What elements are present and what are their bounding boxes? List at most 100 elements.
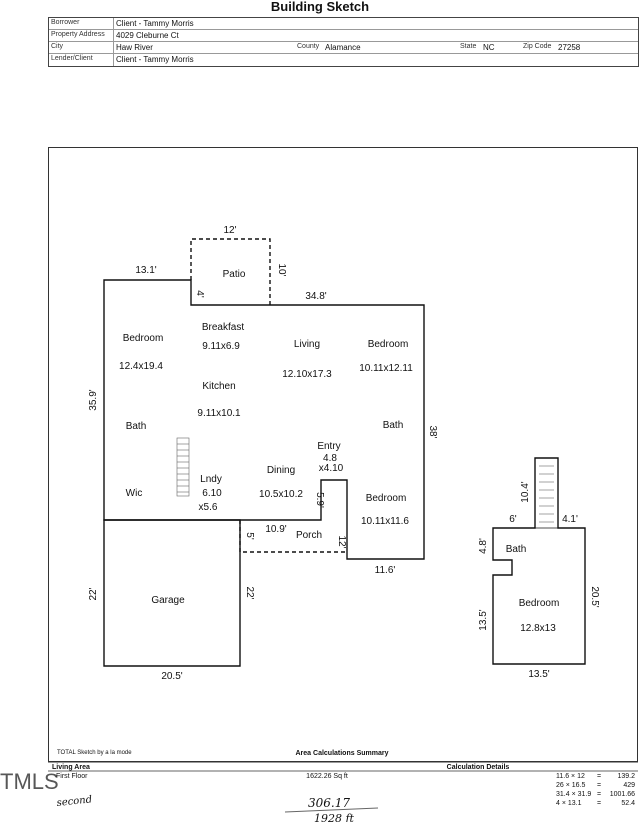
room-breakfast-size: 9.11x6.9 [202, 341, 240, 352]
calc-val: 139.2 [617, 773, 635, 780]
room-laundry-size: 6.10 [202, 488, 222, 499]
room-bedroom-4: Bedroom [519, 598, 560, 609]
calc-val: 429 [623, 782, 635, 789]
borrower-value: Client - Tammy Morris [116, 19, 194, 28]
city-row: City Haw River County Alamance State NC … [49, 42, 638, 54]
borrower-label: Borrower [51, 19, 80, 26]
dim-garage-left: 22' [88, 587, 99, 600]
room-dining-size: 10.5x10.2 [259, 489, 303, 500]
lender-label: Lender/Client [51, 55, 93, 62]
zip-label: Zip Code [523, 43, 552, 50]
room-dining: Dining [267, 465, 295, 476]
patio-outline [190, 238, 271, 305]
room-bedroom-2-size: 10.11x12.11 [359, 363, 413, 374]
dim-top-right: 34.8' [305, 291, 326, 302]
dim-right: 38' [427, 425, 438, 438]
room-laundry-size-2: x5.6 [199, 502, 218, 513]
room-bedroom-1-size: 12.4x19.4 [119, 361, 163, 372]
dim-bottom-right: 11.6' [375, 565, 396, 576]
calc-expr: 11.6 × 12 [556, 773, 585, 780]
dim-upper-bottom: 13.5' [528, 669, 549, 680]
first-floor-area: 1622.26 Sq ft [306, 773, 348, 780]
zip-value: 27258 [558, 43, 581, 52]
first-floor-label: First Floor [56, 773, 88, 780]
dim-entry-notch: 5.9' [314, 492, 325, 508]
dim-patio-depth: 10' [276, 263, 287, 276]
calc-val: 52.4 [621, 800, 635, 807]
living-area-label: Living Area [52, 764, 90, 771]
lender-value: Client - Tammy Morris [116, 55, 194, 64]
state-label: State [460, 43, 477, 50]
calc-eq: = [597, 773, 601, 780]
room-bedroom-3-size: 10.11x11.6 [361, 516, 409, 527]
room-bedroom-1: Bedroom [123, 333, 164, 344]
dim-stair-height: 10.4' [520, 481, 531, 502]
room-bath-2: Bath [383, 420, 404, 431]
room-garage: Garage [151, 595, 185, 606]
dim-garage-bottom: 20.5' [161, 671, 182, 682]
city-label: City [51, 43, 64, 50]
dim-upper-left: 6' [509, 514, 517, 525]
dim-patio-width: 12' [223, 225, 236, 236]
divider [113, 18, 114, 29]
dim-upper-right: 4.1' [562, 514, 578, 525]
calc-expr: 26 × 16.5 [556, 782, 585, 789]
software-label: TOTAL Sketch by a la mode [57, 750, 132, 756]
calc-val: 1001.66 [610, 791, 635, 798]
dim-left: 35.9' [88, 389, 99, 410]
dim-garage-right: 22' [244, 586, 255, 599]
handwritten-total: 1928 ft [314, 812, 355, 822]
city-value: Haw River [116, 43, 153, 52]
county-value: Alamance [325, 43, 361, 52]
page-title: Building Sketch [270, 0, 370, 14]
dim-upper-right-side: 20.5' [589, 586, 600, 607]
room-bedroom-3: Bedroom [366, 493, 407, 504]
calc-expr: 31.4 × 31.9 [556, 791, 591, 798]
state-value: NC [483, 43, 495, 52]
info-table: Borrower Client - Tammy Morris Property … [48, 17, 639, 67]
county-label: County [297, 43, 320, 50]
address-label: Property Address [51, 31, 105, 38]
room-living-size: 12.10x17.3 [282, 369, 332, 380]
dim-upper-left-side: 13.5' [478, 609, 489, 630]
dim-porch-depth: 5' [244, 532, 255, 540]
dim-porch-side: 12' [336, 535, 347, 548]
address-row: Property Address 4029 Cleburne Ct [49, 30, 638, 42]
lender-row: Lender/Client Client - Tammy Morris [49, 54, 638, 66]
room-bath-1: Bath [126, 421, 147, 432]
summary-title: Area Calculations Summary [296, 750, 389, 757]
calc-expr: 4 × 13.1 [556, 800, 582, 807]
room-laundry: Lndy [200, 474, 222, 485]
room-bath-3: Bath [506, 544, 527, 555]
room-entry-size: 4.8 [323, 453, 337, 464]
calc-title: Calculation Details [447, 764, 510, 771]
calc-eq: = [597, 791, 601, 798]
room-breakfast: Breakfast [202, 322, 244, 333]
room-kitchen: Kitchen [202, 381, 235, 392]
second-floor-outline [492, 457, 586, 665]
handwritten-value: 306.17 [308, 796, 350, 810]
stairs [176, 437, 554, 523]
room-bedroom-4-size: 12.8x13 [520, 623, 556, 634]
room-wic: Wic [126, 488, 143, 499]
borrower-row: Borrower Client - Tammy Morris [49, 18, 638, 30]
calc-eq: = [597, 782, 601, 789]
dim-bath-notch: 4.8' [478, 538, 489, 554]
dim-step: 4' [194, 290, 205, 298]
divider [113, 54, 114, 66]
dim-porch-width: 10.9' [265, 524, 286, 535]
garage-outline [103, 519, 241, 667]
divider [113, 30, 114, 41]
room-bedroom-2: Bedroom [368, 339, 409, 350]
room-entry-size-2: x4.10 [319, 463, 344, 474]
handwritten-underline [284, 807, 379, 813]
room-entry: Entry [317, 441, 340, 452]
dim-top-left: 13.1' [135, 265, 156, 276]
room-kitchen-size: 9.11x10.1 [197, 408, 241, 419]
calc-eq: = [597, 800, 601, 807]
watermark: TMLS [0, 769, 59, 794]
handwritten-second: second [56, 794, 92, 809]
address-value: 4029 Cleburne Ct [116, 31, 179, 40]
porch-outline [239, 520, 347, 553]
